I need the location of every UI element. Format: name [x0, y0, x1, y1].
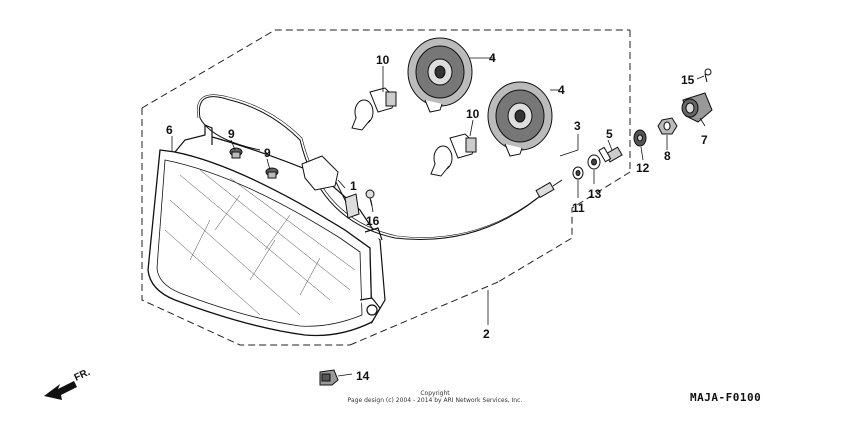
dust-cover-upper: [407, 37, 473, 113]
leader-lines: [171, 57, 706, 377]
callouts: 1 2 3 4 4 5 6 7 8 9 9 10 10 11 12 13 14 …: [166, 51, 708, 383]
callout-11: 11: [572, 201, 585, 215]
front-direction-label: FR.: [73, 367, 92, 384]
callout-14: 14: [356, 369, 370, 383]
callout-10-lower: 10: [466, 107, 480, 121]
bolt-9-left: [229, 147, 243, 159]
callout-4-upper: 4: [489, 51, 496, 65]
callout-9-left: 9: [228, 127, 235, 141]
callout-1: 1: [350, 179, 357, 193]
bulb-upper: [351, 87, 397, 131]
callout-15: 15: [681, 73, 695, 87]
diagram-code: MAJA-F0100: [690, 391, 762, 404]
bracket-1: [301, 155, 360, 219]
nut-14: [319, 369, 339, 386]
callout-4-lower: 4: [558, 83, 565, 97]
copyright-line-2: Page design (c) 2004 - 2014 by ARI Netwo…: [347, 397, 523, 404]
callout-8: 8: [664, 149, 671, 163]
grommet-12: [633, 129, 647, 147]
copyright-line-1: Copyright: [420, 390, 450, 397]
callout-12: 12: [636, 161, 650, 175]
headlight-housing: [173, 124, 386, 325]
adjuster-nut-5: [598, 146, 623, 163]
bolt-9-right: [265, 167, 279, 179]
assembly-boundary: [141, 29, 631, 346]
dust-cover-lower: [487, 81, 553, 157]
clip-16: [365, 189, 375, 207]
callout-10-upper: 10: [376, 53, 390, 67]
bulb-lower: [430, 133, 477, 177]
callout-13: 13: [588, 187, 602, 201]
callout-2: 2: [483, 327, 490, 341]
screw-15: [704, 68, 712, 83]
callout-16: 16: [366, 214, 380, 228]
callout-9-right: 9: [264, 146, 271, 160]
callout-6: 6: [166, 123, 173, 137]
copyright-notice: Copyright Page design (c) 2004 - 2014 by…: [300, 390, 570, 404]
callout-7: 7: [701, 133, 708, 147]
callout-3: 3: [574, 119, 581, 133]
callout-5: 5: [606, 127, 613, 141]
knob-7: [681, 92, 713, 123]
washer-13: [587, 154, 601, 170]
front-direction-arrow: FR.: [44, 367, 92, 400]
washer-11: [572, 166, 584, 180]
nut-8: [657, 117, 678, 135]
